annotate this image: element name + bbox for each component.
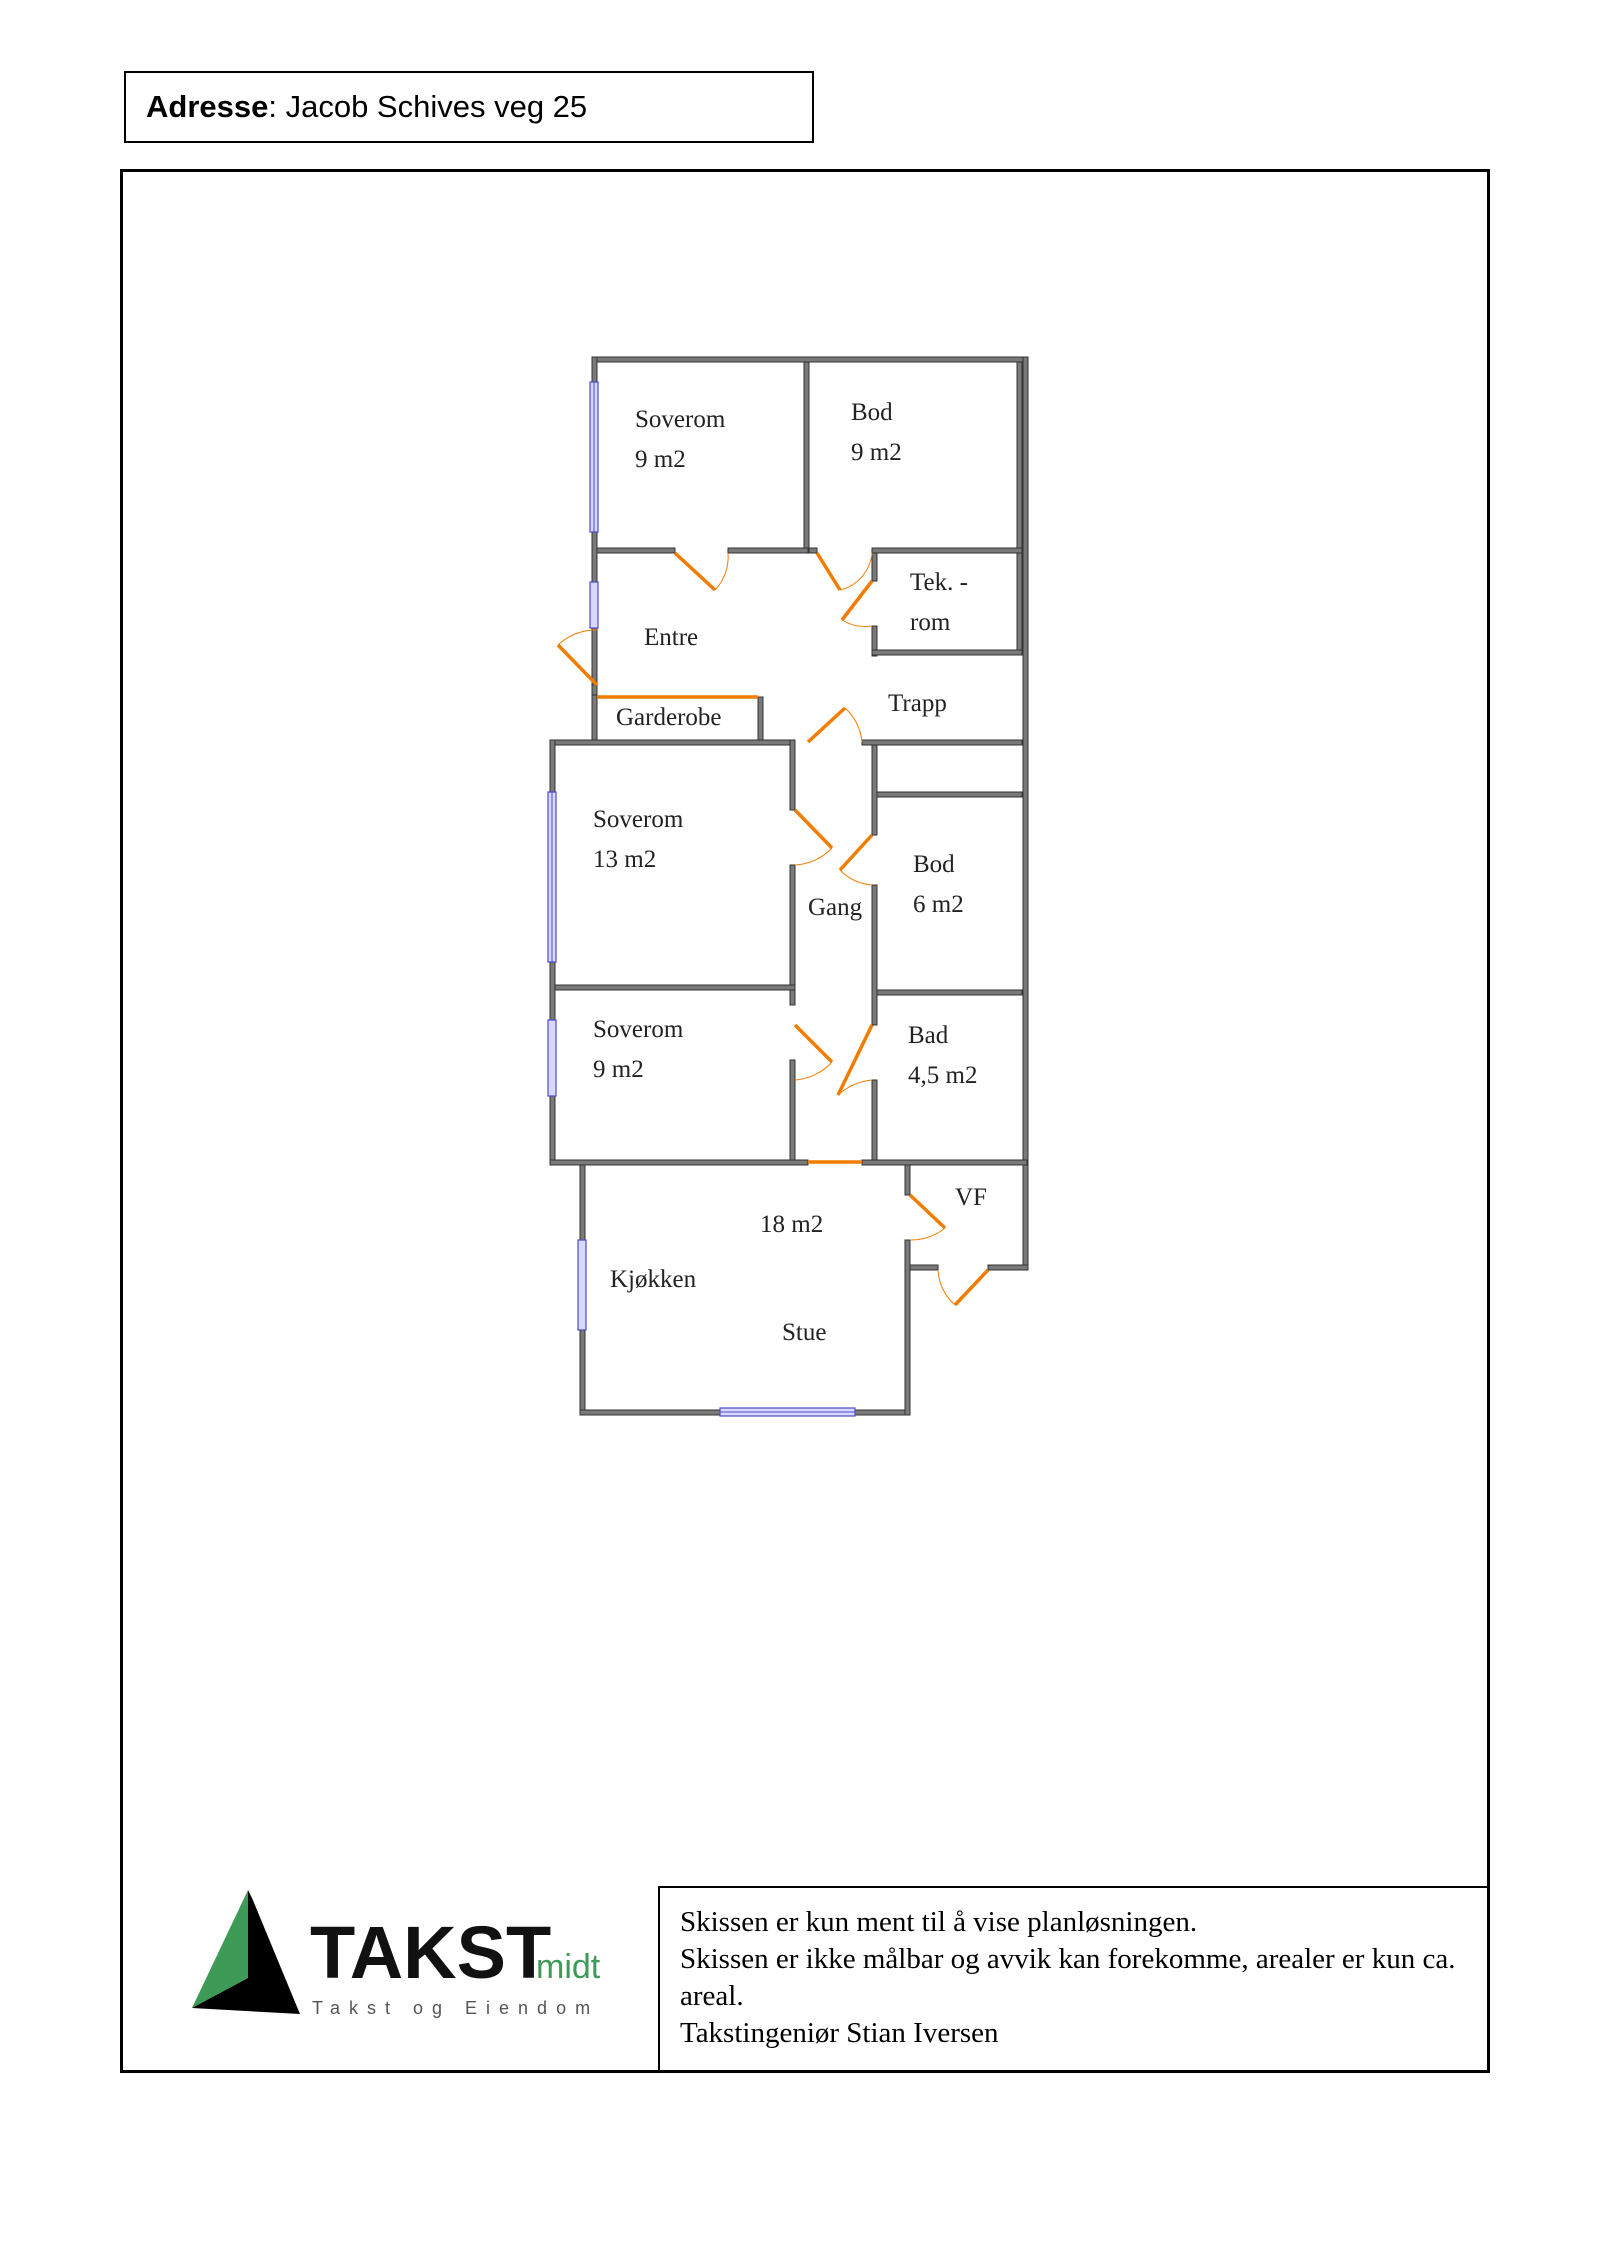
room-area: 4,5 m2 — [908, 1062, 977, 1089]
door-arc — [909, 1227, 946, 1241]
wall — [871, 884, 878, 1026]
address-box: Adresse: Jacob Schives veg 25 — [124, 71, 814, 143]
wall — [727, 547, 809, 554]
room-name: Stue — [782, 1319, 826, 1346]
room-name: Bod — [851, 399, 893, 426]
wall — [549, 739, 796, 746]
wall — [579, 1409, 721, 1416]
room-name: Soverom — [593, 1016, 684, 1043]
room-area: 6 m2 — [913, 891, 964, 918]
wall — [871, 1079, 878, 1166]
room-area: 9 m2 — [851, 439, 902, 466]
window — [577, 1239, 587, 1331]
room-area: 18 m2 — [760, 1211, 823, 1238]
door-arc — [839, 869, 873, 886]
wall — [876, 791, 1023, 798]
wall — [904, 1164, 911, 1196]
wall — [871, 547, 1023, 554]
walls — [549, 356, 1029, 1416]
door-soverom-1 — [673, 551, 717, 592]
wall — [904, 1239, 911, 1416]
door-bod-1 — [815, 552, 842, 591]
takst-midt-logo: TAKST midt Takst og Eiendom — [192, 1890, 601, 2018]
door-bad — [836, 1024, 874, 1096]
door-soverom-3 — [793, 1023, 834, 1064]
wall — [596, 547, 676, 554]
wall — [871, 625, 878, 657]
room-name: Bod — [913, 851, 955, 878]
door-arc — [844, 707, 863, 743]
door-arc — [794, 847, 833, 866]
door-outside — [953, 1268, 990, 1307]
room-name: Trapp — [888, 690, 947, 717]
wall — [861, 1159, 1028, 1166]
door-arc — [557, 629, 598, 646]
room-name: Garderobe — [616, 704, 722, 731]
door-bod-2 — [838, 833, 874, 872]
door-vf — [908, 1193, 947, 1230]
wall — [591, 694, 598, 744]
room-area: rom — [910, 609, 951, 636]
wall — [803, 361, 810, 553]
wall — [789, 1059, 796, 1166]
wall — [789, 739, 796, 811]
doors — [556, 551, 990, 1307]
room-name: Gang — [808, 894, 863, 921]
room-name: VF — [955, 1184, 987, 1211]
wall — [591, 356, 1029, 363]
address-label: Adresse — [146, 89, 269, 124]
address-value: : Jacob Schives veg 25 — [268, 89, 588, 124]
logo-suffix: midt — [536, 1948, 601, 1986]
room-name: Soverom — [635, 406, 726, 433]
wall — [1016, 361, 1023, 653]
window — [547, 1019, 557, 1097]
room-area: 13 m2 — [593, 846, 656, 873]
door-soverom-2 — [793, 808, 834, 850]
room-name: Bad — [908, 1022, 949, 1049]
logo-tagline: Takst og Eiendom — [312, 1998, 599, 2018]
door-arc — [794, 1061, 833, 1081]
wall — [854, 1409, 911, 1416]
door-tek-rom — [840, 579, 874, 622]
wall — [1022, 356, 1029, 1268]
wall — [871, 552, 878, 582]
wall — [757, 696, 764, 744]
door-entrance — [556, 643, 599, 687]
room-name: Entre — [644, 624, 698, 651]
wall — [876, 989, 1023, 996]
wall — [871, 744, 878, 836]
room-area: 9 m2 — [593, 1056, 644, 1083]
disclaimer-line: Takstingeniør Stian Iversen — [680, 2017, 999, 2049]
logo-triangle-green-icon — [192, 1890, 248, 2008]
disclaimer-box: Skissen er kun ment til å vise planløsni… — [658, 1886, 1490, 2073]
windows — [547, 381, 856, 1417]
room-labels: Soverom 9 m2 Bod 9 m2 Tek. - rom Entre G… — [593, 399, 987, 1346]
logo-brand: TAKST — [310, 1911, 551, 1994]
room-name: Tek. - — [910, 569, 968, 596]
wall — [789, 864, 796, 1006]
wall — [861, 739, 1023, 746]
wall — [987, 1264, 1029, 1271]
room-name: Kjøkken — [610, 1266, 697, 1293]
room-name: Soverom — [593, 806, 684, 833]
wall — [871, 649, 1023, 656]
door-arc — [937, 1269, 956, 1306]
wall — [549, 1159, 809, 1166]
room-area: 9 m2 — [635, 446, 686, 473]
door-arc — [837, 1079, 873, 1096]
disclaimer-line: Skissen er ikke målbar og avvik kan fore… — [680, 1943, 1456, 2012]
door-gang — [806, 706, 847, 744]
door-arc — [841, 619, 873, 627]
window — [589, 581, 599, 629]
door-arc — [714, 552, 729, 591]
wall — [554, 984, 796, 991]
wall — [909, 1264, 939, 1271]
logo-triangle-black-icon — [192, 1890, 300, 2014]
wall — [808, 547, 818, 554]
door-arc — [839, 552, 873, 591]
disclaimer-line: Skissen er kun ment til å vise planløsni… — [680, 1906, 1198, 1938]
